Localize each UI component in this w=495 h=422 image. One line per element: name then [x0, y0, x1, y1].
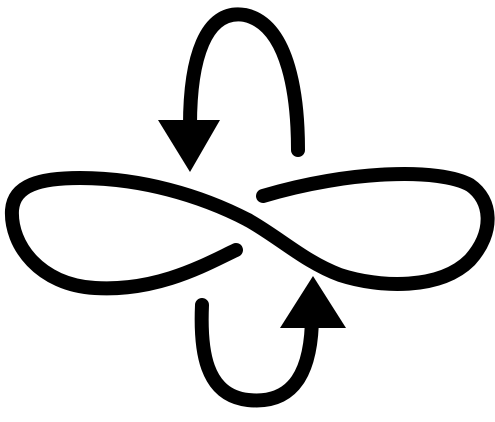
background — [0, 0, 495, 422]
knot-diagram — [0, 0, 495, 422]
knot-diagram-svg — [0, 0, 495, 422]
